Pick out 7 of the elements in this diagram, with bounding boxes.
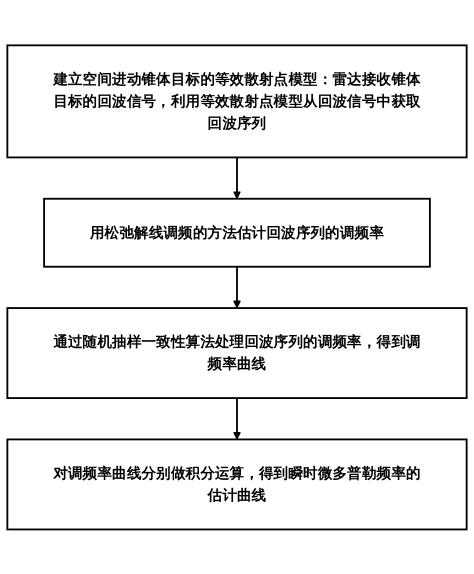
arrow xyxy=(232,398,242,440)
arrow xyxy=(232,157,242,199)
node-box: 通过随机抽样一致性算法处理回波序列的调频率，得到调频率曲线 xyxy=(6,306,468,399)
node-box: 用松弛解线调频的方法估计回波序列的调频率 xyxy=(43,197,431,268)
node-box: 对调频率曲线分别做积分运算，得到瞬时微多普勒频率的估计曲线 xyxy=(6,438,468,530)
arrow xyxy=(232,266,242,308)
node-box: 建立空间进动锥体目标的等效散射点模型：雷达接收锥体目标的回波信号，利用等效散射点模型从回波信号中获取回波序列 xyxy=(6,44,468,158)
